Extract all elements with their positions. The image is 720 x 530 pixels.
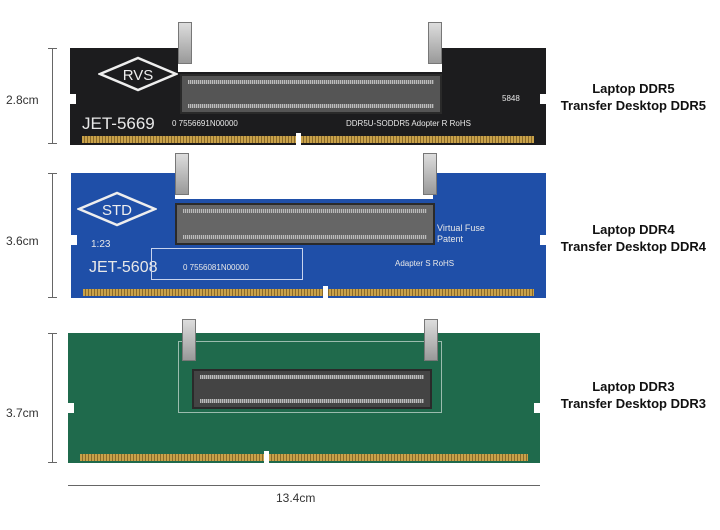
sodimm-slot bbox=[175, 203, 435, 245]
ddr4-adapter-board: STD 1:23 JET-5608 0 7556081N00000 Virtua… bbox=[71, 153, 546, 298]
rvs-logo: RVS bbox=[96, 56, 180, 92]
board-code: 5848 bbox=[502, 94, 520, 103]
gold-fingers bbox=[83, 289, 534, 296]
serial-number: 0 7556081N00000 bbox=[183, 263, 249, 272]
retention-clip bbox=[182, 319, 196, 361]
width-dimension-line bbox=[68, 485, 540, 486]
board-code: 1:23 bbox=[91, 239, 111, 250]
gold-fingers bbox=[82, 136, 534, 143]
std-logo: STD bbox=[75, 191, 159, 227]
silkscreen-text: Adapter S RoHS bbox=[395, 259, 455, 268]
retention-clip bbox=[424, 319, 438, 361]
sodimm-slot bbox=[192, 369, 432, 409]
model-number: JET-5608 bbox=[89, 259, 158, 276]
height-label-ddr5: 2.8cm bbox=[6, 93, 39, 107]
height-dimension-line bbox=[48, 48, 57, 144]
label-line: Laptop DDR5 bbox=[592, 81, 675, 96]
retention-clip bbox=[428, 22, 442, 64]
width-label: 13.4cm bbox=[276, 491, 316, 505]
silkscreen-text: Patent bbox=[437, 234, 464, 244]
label-line: Transfer Desktop DDR5 bbox=[560, 98, 706, 113]
silkscreen-text: Virtual Fuse bbox=[437, 223, 485, 233]
ddr5-adapter-board: RVS JET-5669 0 7556691N00000 DDR5U-SODDR… bbox=[70, 22, 546, 145]
outline bbox=[178, 341, 442, 413]
silkscreen-text: DDR5U-SODDR5 Adopter R RoHS bbox=[346, 119, 471, 128]
model-number: JET-5669 bbox=[82, 114, 155, 133]
height-dimension-line bbox=[48, 333, 57, 463]
retention-clip bbox=[178, 22, 192, 64]
height-label-ddr4: 3.6cm bbox=[6, 234, 39, 248]
label-line: Laptop DDR4 bbox=[592, 222, 675, 237]
sodimm-slot bbox=[180, 74, 442, 114]
label-line: Laptop DDR3 bbox=[592, 379, 675, 394]
label-line: Transfer Desktop DDR4 bbox=[560, 239, 706, 254]
gold-fingers bbox=[80, 454, 528, 461]
retention-clip bbox=[175, 153, 189, 195]
height-dimension-line bbox=[48, 173, 57, 298]
svg-text:STD: STD bbox=[102, 202, 132, 219]
ddr3-adapter-board bbox=[68, 319, 540, 463]
label-box bbox=[151, 248, 303, 280]
retention-clip bbox=[423, 153, 437, 195]
height-label-ddr3: 3.7cm bbox=[6, 406, 39, 420]
serial-number: 0 7556691N00000 bbox=[172, 119, 238, 128]
label-line: Transfer Desktop DDR3 bbox=[560, 396, 706, 411]
svg-text:RVS: RVS bbox=[123, 67, 154, 84]
